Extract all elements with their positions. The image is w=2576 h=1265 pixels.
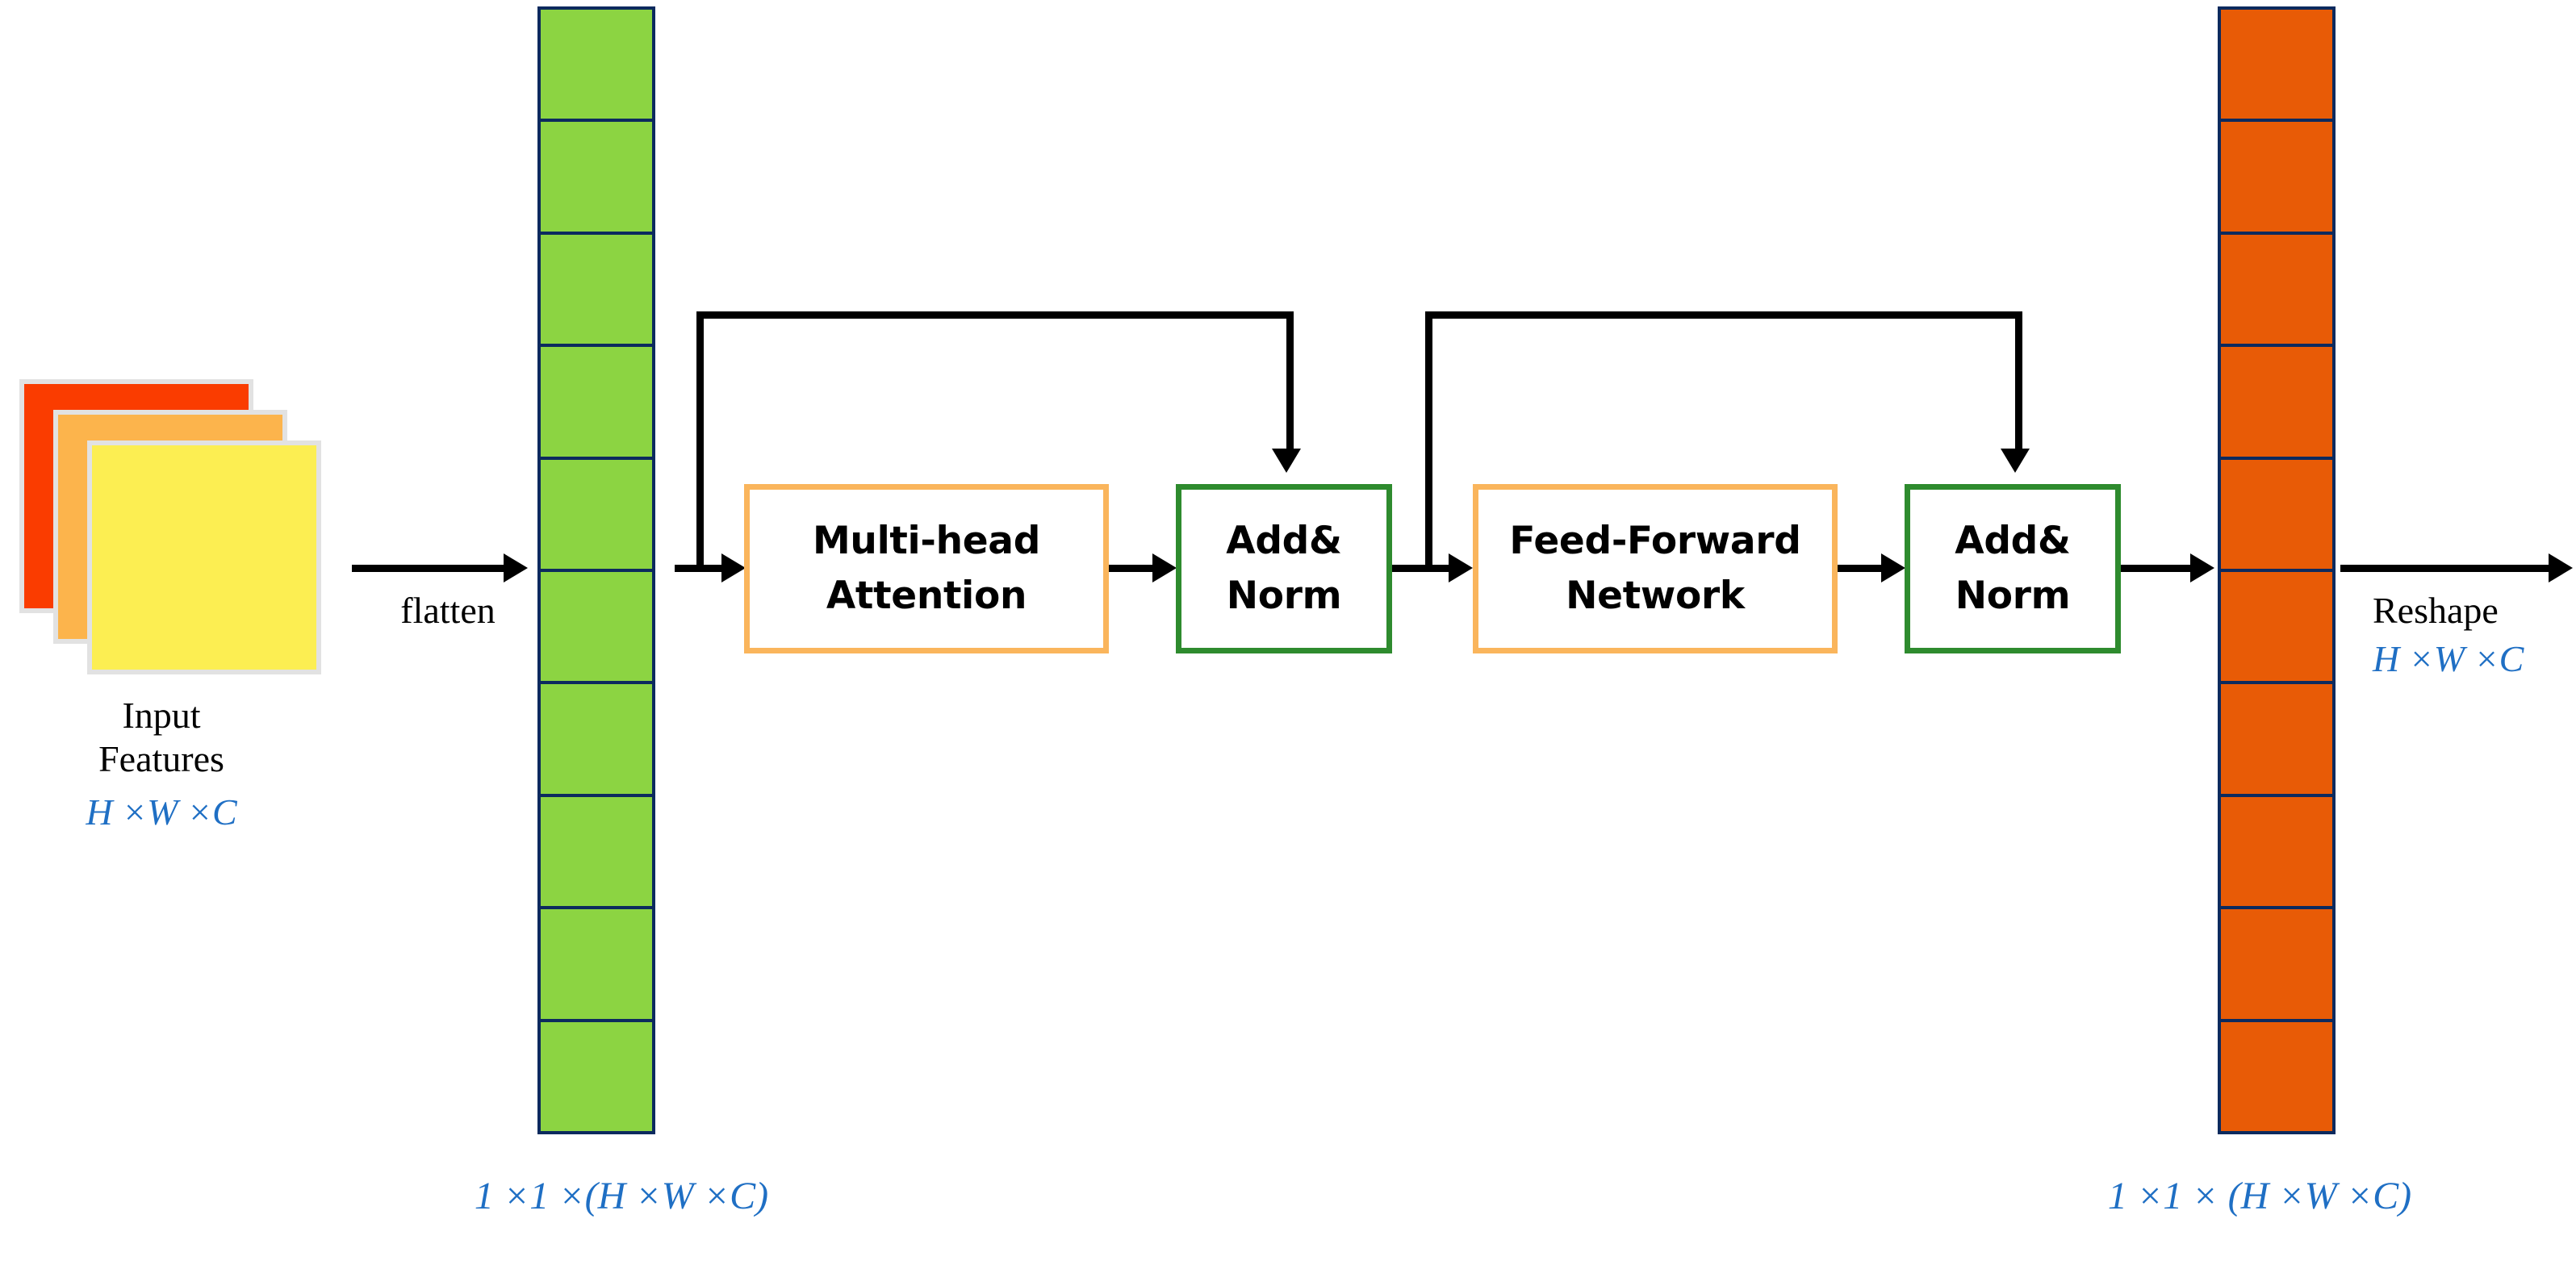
addnorm2-to-output-arrow-line xyxy=(2121,565,2195,572)
token-cell xyxy=(2218,6,2336,123)
residual-1-horizontal xyxy=(696,311,1294,319)
residual-1-vertical-down xyxy=(1286,311,1294,452)
token-cell xyxy=(2218,231,2336,348)
multi-head-attention-block[interactable]: Multi-head Attention xyxy=(744,484,1109,653)
residual-2-arrow-head xyxy=(2001,449,2030,473)
left-stack-dimensions: 1 ×1 ×(H ×W ×C) xyxy=(474,1175,769,1217)
input-features-dimensions: H ×W ×C xyxy=(86,791,237,833)
flattened-token-stack-green xyxy=(537,6,655,1135)
encoder-input-arrow-line xyxy=(675,565,726,572)
add-and-norm-block-1[interactable]: Add& Norm xyxy=(1176,484,1392,653)
token-cell xyxy=(537,793,655,910)
token-cell xyxy=(537,119,655,235)
residual-1-arrow-head xyxy=(1272,449,1301,473)
input-features-caption: Input Features xyxy=(98,695,224,779)
token-cell xyxy=(2218,793,2336,910)
mha-to-addnorm1-arrow-line xyxy=(1109,565,1156,572)
flatten-label: flatten xyxy=(400,590,496,631)
addnorm1-to-ffn-arrow-line xyxy=(1392,565,1450,572)
token-cell xyxy=(2218,119,2336,235)
token-cell xyxy=(537,1018,655,1135)
token-cell xyxy=(537,344,655,460)
token-cell xyxy=(2218,569,2336,685)
residual-2-vertical-up xyxy=(1425,311,1432,568)
encoder-input-arrow-head xyxy=(721,553,746,582)
reshape-arrow-head xyxy=(2549,553,2573,582)
addnorm2-to-output-arrow-head xyxy=(2190,553,2214,582)
residual-2-vertical-down xyxy=(2015,311,2022,452)
add-and-norm-block-2[interactable]: Add& Norm xyxy=(1905,484,2121,653)
ffn-to-addnorm2-arrow-head xyxy=(1881,553,1905,582)
token-cell xyxy=(537,569,655,685)
token-cell xyxy=(537,906,655,1022)
residual-2-horizontal xyxy=(1425,311,2022,319)
reshape-arrow-line xyxy=(2340,565,2558,572)
feed-forward-network-block[interactable]: Feed-Forward Network xyxy=(1473,484,1838,653)
right-stack-dimensions: 1 ×1 × (H ×W ×C) xyxy=(2107,1175,2412,1217)
flatten-arrow-head xyxy=(504,553,528,582)
output-token-stack-orange xyxy=(2218,6,2336,1135)
token-cell xyxy=(537,231,655,348)
input-feature-map-front xyxy=(87,440,321,674)
token-cell xyxy=(537,456,655,573)
mha-to-addnorm1-arrow-head xyxy=(1152,553,1177,582)
residual-1-vertical-up xyxy=(696,311,704,568)
flatten-arrow-line xyxy=(352,565,507,572)
token-cell xyxy=(2218,681,2336,797)
addnorm1-to-ffn-arrow-head xyxy=(1449,553,1473,582)
token-cell xyxy=(2218,906,2336,1022)
token-cell xyxy=(2218,1018,2336,1135)
reshape-label: Reshape xyxy=(2373,590,2499,631)
reshape-dimensions: H ×W ×C xyxy=(2373,638,2524,679)
token-cell xyxy=(537,681,655,797)
token-cell xyxy=(537,6,655,123)
ffn-to-addnorm2-arrow-line xyxy=(1838,565,1884,572)
token-cell xyxy=(2218,456,2336,573)
token-cell xyxy=(2218,344,2336,460)
